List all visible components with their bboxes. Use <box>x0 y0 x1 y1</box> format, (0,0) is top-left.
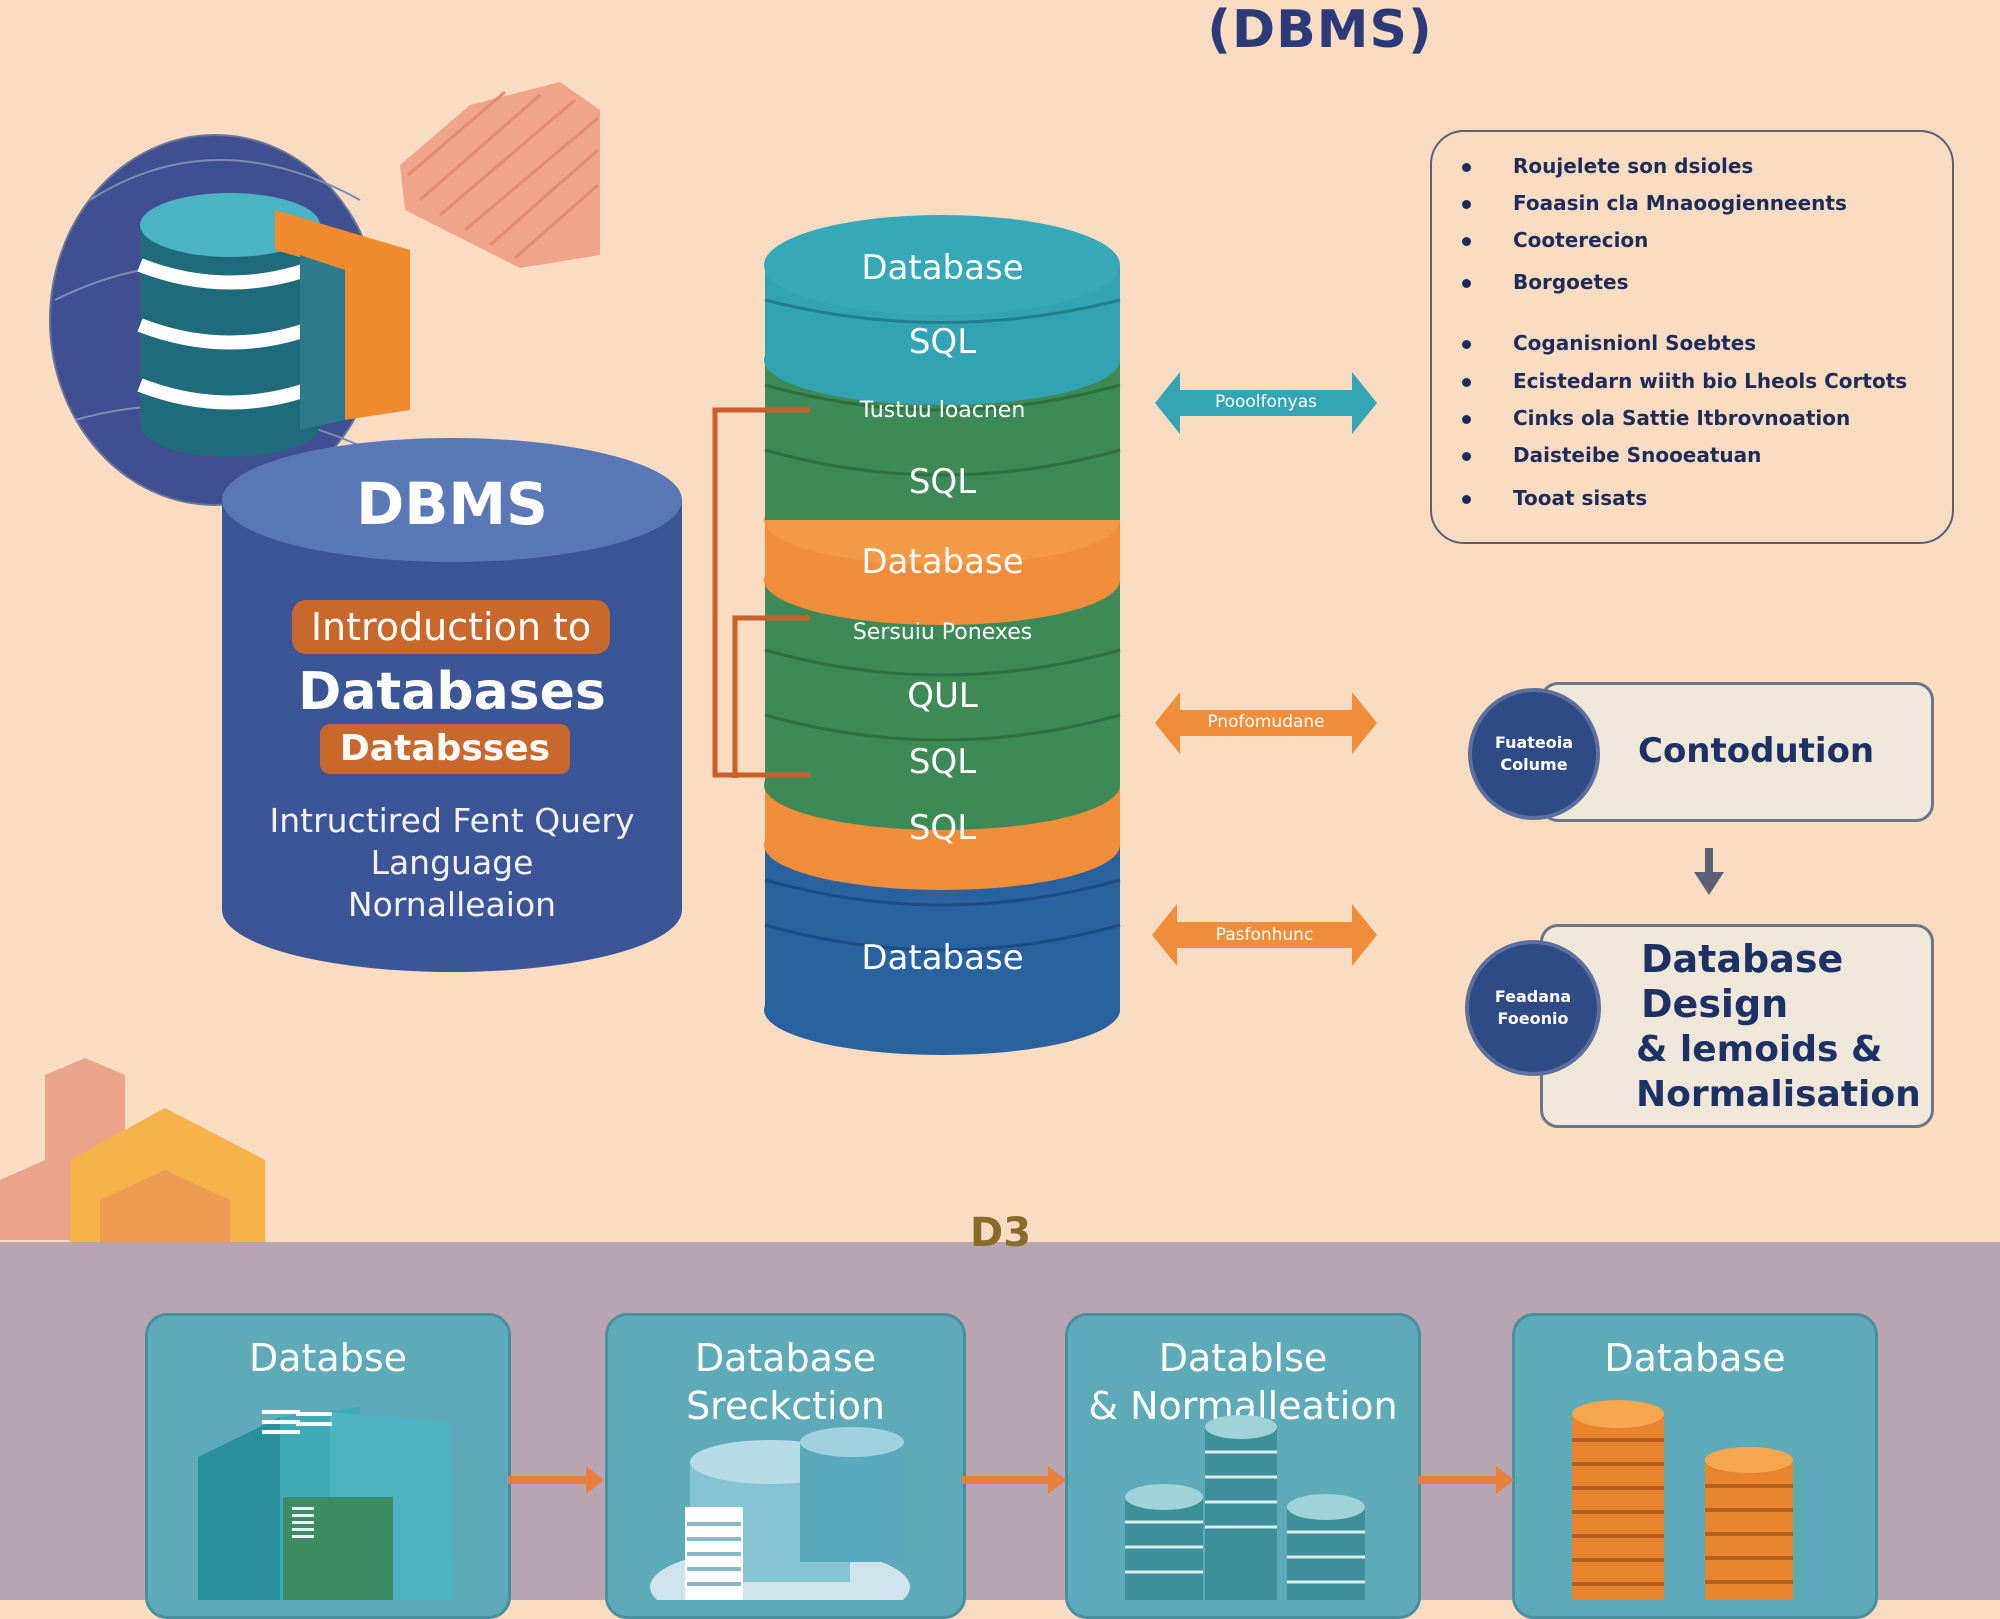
bullet-icon <box>1462 237 1471 246</box>
double-arrow-orange-2 <box>1152 904 1377 966</box>
card-line: Database <box>1641 937 1844 981</box>
decorative-hexagon-top <box>400 82 600 268</box>
stack-layer-label: Sersuiu Ponexes <box>852 620 1033 645</box>
decorative-hexagon-bottom <box>0 1058 265 1242</box>
arrow-label: Pooolfonyas <box>1214 392 1318 412</box>
card-line: Design <box>1641 982 1789 1026</box>
list-item: Coganisnionl Soebtes <box>1462 331 1756 355</box>
databases-heading: Databases <box>298 662 606 722</box>
stack-layer-label: Database <box>861 542 1024 582</box>
language-lines: Intructired Fent Query Language Nornalle… <box>222 800 682 926</box>
stack-layer-label: Database <box>861 938 1024 978</box>
bullet-icon <box>1462 200 1471 209</box>
page-title: (DBMS) <box>1207 0 1433 60</box>
arrow-label: Pnofomudane <box>1207 712 1325 732</box>
intro-pill: Introduction to <box>292 600 610 654</box>
bullet-icon <box>1462 495 1471 504</box>
card-title: Database Design <box>1641 937 1843 1027</box>
stack-layer-label: Tustuu loacnen <box>859 398 1026 423</box>
layer-stack <box>764 215 1121 1055</box>
bullet-icon <box>1462 340 1471 349</box>
card-circle: Feadana Foeonio <box>1465 940 1601 1076</box>
list-item: Foaasin cla Mnaoogienneents <box>1462 191 1847 215</box>
list-item: Cooterecion <box>1462 228 1648 252</box>
double-arrow-teal <box>1155 372 1377 434</box>
stack-layer-label: SQL <box>908 742 977 782</box>
bottom-card-title: Database <box>1604 1336 1786 1380</box>
bullet-icon <box>1462 452 1471 461</box>
lang-line-1: Intructired Fent Query <box>269 801 635 840</box>
flow-arrow-icon <box>508 1466 1514 1494</box>
down-arrow-icon <box>1694 848 1724 895</box>
list-item: Borgoetes <box>1462 270 1629 294</box>
d3-label: D3 <box>970 1210 1032 1256</box>
lang-line-2: Language <box>370 843 534 882</box>
lang-line-3: Nornalleaion <box>347 885 557 924</box>
card-line: & lemoids & <box>1636 1029 1883 1070</box>
bottom-illustrations <box>198 1400 1793 1600</box>
list-item: Cinks ola Sattie Itbrovnoation <box>1462 406 1850 430</box>
database-stack-icon <box>650 1427 910 1600</box>
card-title: Contodution <box>1638 731 1875 771</box>
databases-pill: Databsses <box>320 724 570 774</box>
features-box: Roujelete son dsioles Foaasin cla Mnaoog… <box>1430 130 1954 544</box>
bullet-icon <box>1462 279 1471 288</box>
stack-connectors <box>712 407 810 778</box>
server-folder-icon <box>198 1407 452 1600</box>
bottom-card-title: Databse <box>248 1336 408 1380</box>
list-item: Ecistedarn wiith bio Lheols Cortots <box>1462 369 1907 393</box>
stack-layer-label: Database <box>861 248 1024 288</box>
stack-layer-label: SQL <box>908 808 977 848</box>
normalization-cylinders-icon <box>1125 1415 1365 1600</box>
bullet-icon <box>1462 163 1471 172</box>
list-item: Roujelete son dsioles <box>1462 154 1753 178</box>
database-cylinder-icon <box>137 193 410 457</box>
stack-layer-label: SQL <box>908 462 977 502</box>
bottom-card-title: Database Sreckction <box>686 1336 885 1428</box>
card-line: Normalisation <box>1636 1074 1921 1115</box>
dbms-cylinder <box>222 438 682 972</box>
card-subtitle: & lemoids & Normalisation <box>1636 1027 1921 1117</box>
dbms-heading: DBMS <box>356 470 548 538</box>
stack-layer-label: SQL <box>908 322 977 362</box>
stack-layer-label: QUL <box>907 676 978 716</box>
bullet-icon <box>1462 378 1471 387</box>
arrow-label: Pasfonhunc <box>1215 925 1314 945</box>
bullet-icon <box>1462 415 1471 424</box>
list-item: Daisteibe Snooeatuan <box>1462 443 1761 467</box>
orange-database-stacks-icon <box>1572 1400 1793 1600</box>
list-item: Tooat sisats <box>1462 486 1647 510</box>
card-database-design: Database Design & lemoids & Normalisatio… <box>1540 924 1934 1128</box>
card-circle: Fuateoia Colume <box>1468 688 1600 820</box>
double-arrow-orange-1 <box>1155 692 1377 754</box>
